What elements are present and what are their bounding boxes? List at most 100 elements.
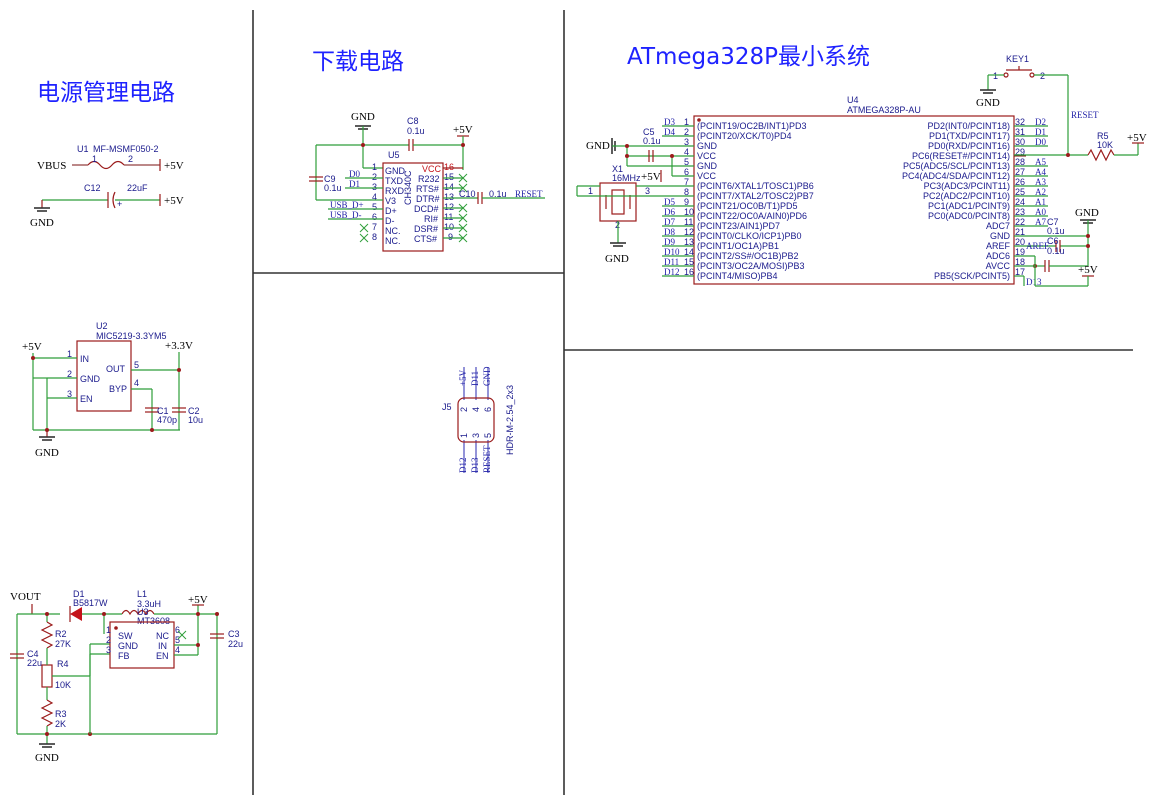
u4-part: ATMEGA328P-AU xyxy=(847,105,921,115)
j5-net-5v: +5V xyxy=(458,369,468,386)
u1-fuse[interactable]: U1 MF-MSMF050-2 VBUS 1 2 +5V xyxy=(37,144,184,172)
u2-part: MIC5219-3.3YM5 xyxy=(96,331,167,341)
u5-net-d1: D1 xyxy=(349,179,360,189)
u4-gnd-left-label: GND xyxy=(586,140,610,152)
u5-body xyxy=(382,162,444,252)
u3-pin5-num: 5 xyxy=(175,635,180,645)
r3-value: 2K xyxy=(55,719,66,729)
u4-net-D3: D3 xyxy=(664,117,675,127)
c7-ref: C7 xyxy=(1047,217,1059,227)
u4-pin-name: (PCINT19/OC2B/INT1)PD3 xyxy=(697,121,807,131)
ch340-usb-uart[interactable]: GND +5V C8 0.1u C9 0.1u U5 CH340C 1 GND … xyxy=(309,111,545,252)
u4-pin-num: 11 xyxy=(684,217,693,227)
u5-pin13-num: 13 xyxy=(444,192,454,202)
u4-pin-num: 13 xyxy=(684,237,694,247)
u4-pin-name: (PCINT0/CLKO/ICP1)PB0 xyxy=(697,231,802,241)
section-title-download: 下载电路 xyxy=(312,49,404,75)
c5-ref: C5 xyxy=(643,127,655,137)
u5-left-pins: 1 GND 2 TXD D0 3 RXD D1 4 V3 5 D+ USB_D+… xyxy=(328,162,406,246)
u4-net-A2: A2 xyxy=(1035,187,1046,197)
u3-part: MT3608 xyxy=(137,616,170,626)
u4-pin-name: PB5(SCK/PCINT5) xyxy=(934,271,1010,281)
u5-net-usb-dp: USB_D+ xyxy=(330,200,364,210)
u4-net-D12: D12 xyxy=(664,267,680,277)
c12-capacitor[interactable]: C12 22uF + +5V GND xyxy=(30,183,184,229)
x1-pin3: 3 xyxy=(645,186,650,196)
c4-ref: C4 xyxy=(27,649,39,659)
u5-pin9-name: CTS# xyxy=(414,234,437,244)
c8-value: 0.1u xyxy=(407,126,425,136)
u4-pin-name: (PCINT23/AIN1)PD7 xyxy=(697,221,780,231)
u3-pin4-name: EN xyxy=(156,651,169,661)
x1-ref: X1 xyxy=(612,164,623,174)
j5-net-d12: D12 xyxy=(458,458,468,474)
u3-pin1-num: 1 xyxy=(106,625,111,635)
u4-pin-name: VCC xyxy=(697,171,717,181)
u5-pin4-num: 4 xyxy=(372,192,377,202)
u4-pin-name: (PCINT1/OC1A)PB1 xyxy=(697,241,779,251)
u2-pin4-name: BYP xyxy=(109,384,127,394)
u4-pin-num: 4 xyxy=(684,147,689,157)
c3-ref: C3 xyxy=(228,629,240,639)
u4-net-D11: D11 xyxy=(664,257,679,267)
u5-pin16-name: VCC xyxy=(422,164,442,174)
c6-value: 0.1u xyxy=(1047,246,1065,256)
u4-pin-name: (PCINT6/XTAL1/TOSC1)PB6 xyxy=(697,181,814,191)
j5-body xyxy=(457,397,495,443)
j5-pin6: 6 xyxy=(483,407,493,412)
u4-pin-name: PC4(ADC4/SDA/PCINT12) xyxy=(902,171,1010,181)
j5-net-gnd: GND xyxy=(482,366,492,386)
vbus-label: VBUS xyxy=(37,160,66,172)
u4-pin-name: (PCINT3/OC2A/MOSI)PB3 xyxy=(697,261,805,271)
u4-pin-name: (PCINT4/MISO)PB4 xyxy=(697,271,778,281)
u5-pin12-num: 12 xyxy=(444,202,454,212)
key1-gnd-label: GND xyxy=(976,97,1000,109)
u2-ref: U2 xyxy=(96,321,108,331)
boost-converter[interactable]: VOUT C4 22u R2 27K R4 10K R3 2K GND D1 B… xyxy=(10,589,243,764)
u2-pin1-name: IN xyxy=(80,354,89,364)
c7-value: 0.1u xyxy=(1047,226,1065,236)
c12-gnd-label: GND xyxy=(30,217,54,229)
u5-part: CH340C xyxy=(403,170,413,205)
u4-pin-name: AVCC xyxy=(986,261,1011,271)
u4-net-D6: D6 xyxy=(664,207,675,217)
u4-pin-name: (PCINT21/OC0B/T1)PD5 xyxy=(697,201,798,211)
u4-pin-name: PC2(ADC2/PCINT10) xyxy=(923,191,1010,201)
r4-value: 10K xyxy=(55,680,71,690)
u4-pin-name: GND xyxy=(697,141,718,151)
j5-header[interactable]: +5V D11 GND D12 D13 RESET 2 4 6 1 3 5 J5… xyxy=(442,366,515,473)
u4-pin-num: 21 xyxy=(1015,227,1025,237)
u3-pin4-num: 4 xyxy=(175,645,180,655)
r2-value: 27K xyxy=(55,639,71,649)
j5-pin4: 4 xyxy=(471,407,481,412)
u4-pin-num: 32 xyxy=(1015,117,1025,127)
u2-pin3-num: 3 xyxy=(67,389,72,399)
u5-pin1-num: 1 xyxy=(372,162,377,172)
fuse-symbol xyxy=(87,160,125,170)
r3-ref: R3 xyxy=(55,709,67,719)
c2-value: 10u xyxy=(188,415,203,425)
u4-net-A7: A7 xyxy=(1035,217,1046,227)
u4-pin-name: (PCINT20/XCK/T0)PD4 xyxy=(697,131,792,141)
r4-ref: R4 xyxy=(57,659,69,669)
u4-pin-name: VCC xyxy=(697,151,717,161)
u4-pin-name: (PCINT2/SS#/OC1B)PB2 xyxy=(697,251,799,261)
u5-pin9-num: 9 xyxy=(448,232,453,242)
d1-part: B5817W xyxy=(73,598,108,608)
u2-body xyxy=(76,340,132,412)
u4-right-pins: D232PD2(INT0/PCINT18)D131PD1(TXD/PCINT17… xyxy=(902,117,1056,287)
u2-pin1-num: 1 xyxy=(67,349,72,359)
u2-ldo[interactable]: U2 MIC5219-3.3YM5 +5V +3.3V 1 IN 2 GND 3… xyxy=(22,321,203,459)
u4-pin-num: 28 xyxy=(1015,157,1025,167)
u4-net-D1: D1 xyxy=(1035,127,1046,137)
c12-vcc-label: +5V xyxy=(164,195,184,207)
u5-pin6-name: D- xyxy=(385,216,395,226)
